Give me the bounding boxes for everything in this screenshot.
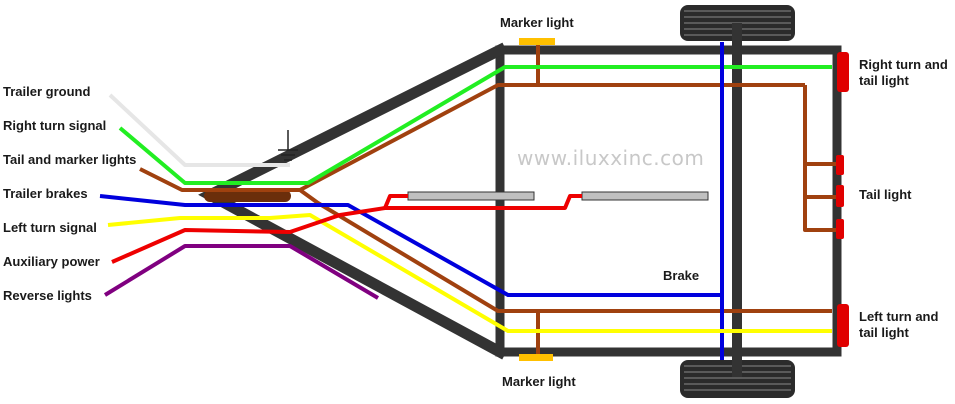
label-trailer-brakes: Trailer brakes: [3, 186, 88, 201]
label-left-turn-signal: Left turn signal: [3, 220, 97, 235]
label-tail-marker-lights: Tail and marker lights: [3, 152, 137, 167]
label-right-turn-signal: Right turn signal: [3, 118, 107, 133]
label-brake: Brake: [663, 268, 700, 283]
red-wire: [111, 194, 582, 264]
label-left-turn-tail-1: Left turn and: [859, 309, 939, 324]
label-tail-light: Tail light: [859, 187, 912, 202]
marker-light-bottom: [519, 354, 553, 361]
red-wire-stub: [383, 194, 408, 209]
green-wire: [118, 65, 832, 185]
label-marker-light-bottom: Marker light: [502, 374, 576, 389]
brown-wire-upper: [299, 83, 805, 192]
label-right-turn-tail-1: Right turn and: [859, 57, 948, 72]
tail-light-3: [836, 219, 844, 239]
label-reverse-lights: Reverse lights: [3, 288, 92, 303]
label-trailer-ground: Trailer ground: [3, 84, 91, 99]
left-turn-tail-light: [837, 304, 849, 347]
yellow-wire: [107, 213, 832, 333]
marker-light-top: [519, 38, 555, 45]
label-marker-light-top: Marker light: [500, 15, 574, 30]
brake-magnet-right: [581, 191, 709, 201]
ground-wire: [108, 93, 290, 167]
tail-light-2: [836, 185, 844, 207]
label-auxiliary-power: Auxiliary power: [3, 254, 100, 269]
purple-wire: [103, 244, 380, 300]
blue-wire: [99, 194, 722, 297]
ground-symbol-icon: [278, 130, 298, 161]
tail-light-1: [836, 155, 844, 175]
right-turn-tail-light: [837, 52, 849, 92]
watermark: www.iluxxinc.com: [517, 146, 705, 170]
brake-magnet-left: [407, 191, 535, 201]
brown-wire-tail: [803, 85, 840, 232]
label-left-turn-tail-2: tail light: [859, 325, 909, 340]
brown-wire: [139, 167, 832, 313]
label-right-turn-tail-2: tail light: [859, 73, 909, 88]
